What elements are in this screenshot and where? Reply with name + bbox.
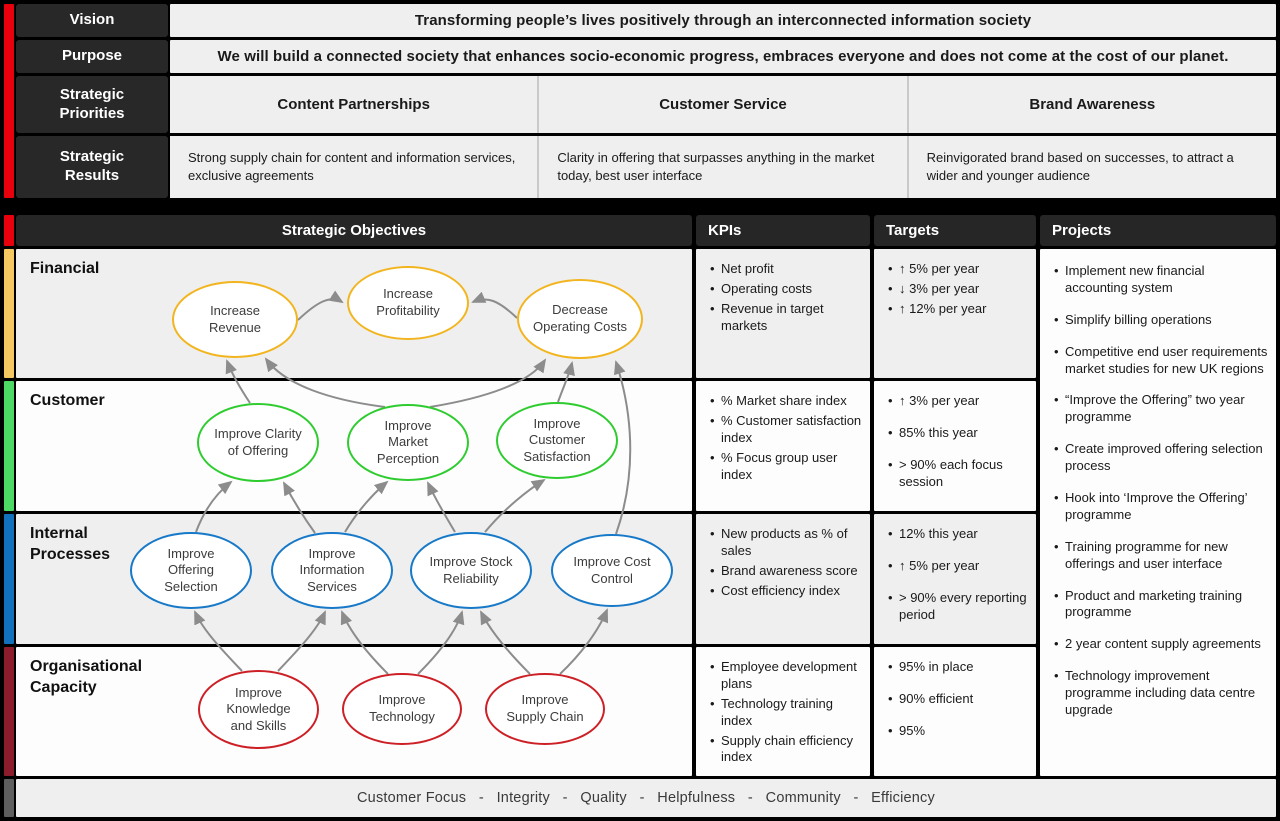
result-service: Clarity in offering that surpasses anyth… (539, 136, 907, 198)
priorities-row: Content Partnerships Customer Service Br… (170, 76, 1276, 133)
objective-improve-technology: Improve Technology (342, 673, 462, 745)
list-item: New products as % of sales (710, 526, 862, 560)
top-accent-bar (4, 4, 14, 198)
list-item: Create improved offering selection proce… (1054, 441, 1268, 475)
customer-side-bar (4, 381, 14, 511)
list-item: Revenue in target markets (710, 301, 862, 335)
objective-improve-knowledge-and-skills: Improve Knowledge and Skills (198, 670, 319, 749)
financial-target-list: ↑ 5% per year ↓ 3% per year ↑ 12% per year (874, 249, 1036, 378)
list-item: > 90% each focus session (888, 457, 1028, 491)
header-accent-bar (4, 215, 14, 246)
list-item: Implement new financial accounting syste… (1054, 263, 1268, 297)
projects-list: Implement new financial accounting syste… (1040, 249, 1276, 776)
list-item: ↑ 12% per year (888, 301, 1028, 318)
vision-text: Transforming people’s lives positively t… (170, 4, 1276, 37)
list-item: ↓ 3% per year (888, 281, 1028, 298)
result-content: Strong supply chain for content and info… (170, 136, 538, 198)
priorities-label: Strategic Priorities (16, 76, 168, 133)
capacity-side-bar (4, 647, 14, 776)
results-row: Strong supply chain for content and info… (170, 136, 1276, 198)
internal-row-label: Internal Processes (30, 525, 111, 563)
objectives-header: Strategic Objectives (16, 215, 692, 246)
list-item: Net profit (710, 261, 862, 278)
objective-improve-customer-satisfaction: Improve Customer Satisfaction (496, 402, 618, 479)
list-item: ↑ 5% per year (888, 558, 1028, 575)
objective-improve-market-perception: Improve Market Perception (347, 404, 469, 481)
list-item: Training programme for new offerings and… (1054, 539, 1268, 573)
vision-label: Vision (16, 4, 168, 37)
financial-side-bar (4, 249, 14, 378)
customer-target-list: ↑ 3% per year 85% this year > 90% each foc… (874, 381, 1036, 511)
result-brand: Reinvigorated brand based on successes, … (908, 136, 1276, 198)
list-item: ↑ 5% per year (888, 261, 1028, 278)
list-item: Hook into ‘Improve the Offering’ program… (1054, 490, 1268, 524)
projects-header: Projects (1040, 215, 1276, 246)
list-item: Brand awareness score (710, 563, 862, 580)
list-item: “Improve the Offering” two year programm… (1054, 392, 1268, 426)
list-item: Supply chain efficiency index (710, 733, 862, 767)
list-item: 95% in place (888, 659, 1028, 676)
values-side-bar (4, 779, 14, 817)
list-item: % Market share index (710, 393, 862, 410)
list-item: Simplify billing operations (1054, 312, 1268, 329)
customer-kpi-list: % Market share index % Customer satisfact… (696, 381, 870, 511)
list-item: Competitive end user requirements market… (1054, 344, 1268, 378)
list-item: Operating costs (710, 281, 862, 298)
values-strip: Customer Focus - Integrity - Quality - H… (16, 779, 1276, 817)
priority-customer-service: Customer Service (539, 76, 907, 133)
kpis-header: KPIs (696, 215, 870, 246)
objective-improve-clarity-of-offering: Improve Clarity of Offering (197, 403, 319, 482)
targets-header: Targets (874, 215, 1036, 246)
objective-increase-profitability: Increase Profitability (347, 266, 469, 340)
list-item: 95% (888, 723, 1028, 740)
list-item: Employee development plans (710, 659, 862, 693)
list-item: % Customer satisfaction index (710, 413, 862, 447)
results-label: Strategic Results (16, 136, 168, 198)
list-item: 2 year content supply agreements (1054, 636, 1268, 653)
purpose-label: Purpose (16, 40, 168, 73)
list-item: 12% this year (888, 526, 1028, 543)
list-item: Product and marketing training programme (1054, 588, 1268, 622)
list-item: Cost efficiency index (710, 583, 862, 600)
list-item: > 90% every reporting period (888, 590, 1028, 624)
internal-target-list: 12% this year ↑ 5% per year > 90% every re… (874, 514, 1036, 644)
capacity-kpi-list: Employee development plansTechnology tra… (696, 647, 870, 776)
objective-decrease-operating-costs: Decrease Operating Costs (517, 279, 643, 359)
priority-brand-awareness: Brand Awareness (908, 76, 1276, 133)
list-item: Technology improvement programme includi… (1054, 668, 1268, 719)
list-item: 85% this year (888, 425, 1028, 442)
priority-content-partnerships: Content Partnerships (170, 76, 538, 133)
list-item: Technology training index (710, 696, 862, 730)
customer-row-label: Customer (30, 392, 105, 409)
financial-row-label: Financial (30, 260, 100, 277)
objective-improve-information-services: Improve Information Services (271, 532, 393, 609)
capacity-target-list: 95% in place 90% efficient 95% (874, 647, 1036, 776)
objective-improve-cost-control: Improve Cost Control (551, 534, 673, 607)
objective-improve-stock-reliability: Improve Stock Reliability (410, 532, 532, 609)
financial-kpi-list: Net profitOperating costsRevenue in targ… (696, 249, 870, 378)
list-item: ↑ 3% per year (888, 393, 1028, 410)
objective-improve-supply-chain: Improve Supply Chain (485, 673, 605, 745)
objective-increase-revenue: Increase Revenue (172, 281, 298, 358)
list-item: % Focus group user index (710, 450, 862, 484)
list-item: 90% efficient (888, 691, 1028, 708)
internal-side-bar (4, 514, 14, 644)
purpose-text: We will build a connected society that e… (170, 40, 1276, 73)
capacity-row-label: Organisational Capacity (30, 658, 143, 696)
internal-kpi-list: New products as % of salesBrand awarenes… (696, 514, 870, 644)
objective-improve-offering-selection: Improve Offering Selection (130, 532, 252, 609)
